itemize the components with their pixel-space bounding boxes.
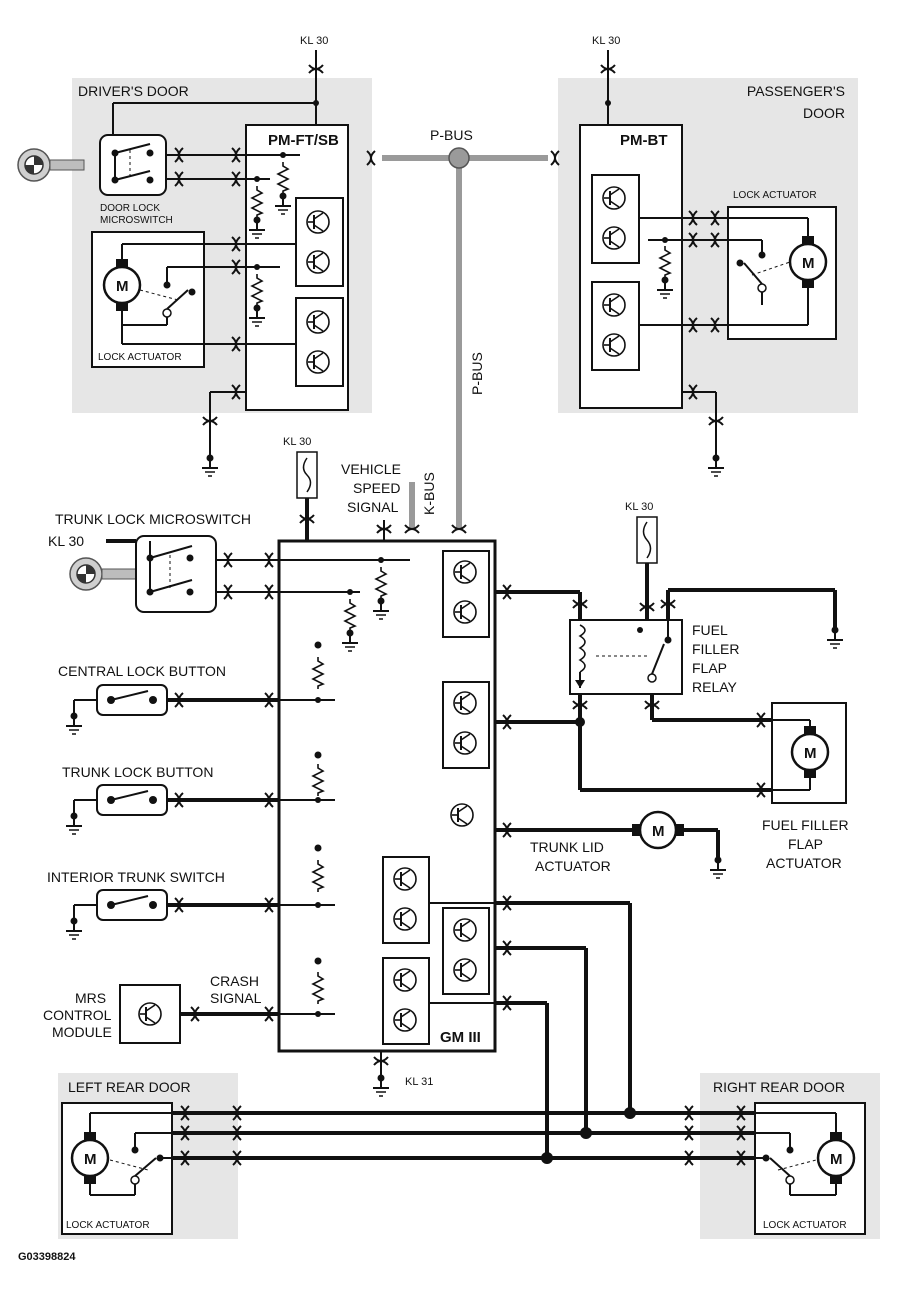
passengers-door-label-2: DOOR [803, 105, 845, 121]
relay-label-4: RELAY [692, 679, 738, 695]
gm-iii-label: GM III [440, 1029, 481, 1046]
passengers-motor-label: M [802, 255, 815, 272]
trunk-lock-microswitch[interactable] [135, 535, 217, 613]
mrs-label-2: CONTROL [43, 1007, 112, 1023]
crash-signal-label-1: CRASH [210, 973, 259, 989]
kl30-passengers-label: KL 30 [592, 35, 620, 47]
pm-ft-sb-label: PM-FT/SB [268, 132, 339, 149]
trunk-lid-label-2: ACTUATOR [535, 858, 611, 874]
mrs-label-1: MRS [75, 990, 106, 1006]
relay-label-3: FLAP [692, 660, 727, 676]
trunk-key [69, 557, 137, 591]
right-rear-motor-label: M [830, 1151, 843, 1168]
drivers-door-label: DRIVER'S DOOR [78, 83, 189, 99]
kl30-relay-label: KL 30 [625, 501, 653, 513]
kl30-drivers-label: KL 30 [300, 35, 328, 47]
pm-bt-internal [591, 174, 682, 371]
kl31-label: KL 31 [405, 1076, 433, 1088]
left-rear-motor-label: M [84, 1151, 97, 1168]
passengers-ground [707, 453, 725, 477]
gm-internal [279, 550, 495, 1045]
kl30-relay [636, 516, 658, 620]
passengers-door-label: PASSENGER'S [747, 83, 845, 99]
door-lock-microswitch[interactable] [99, 134, 167, 196]
drivers-ground [201, 453, 219, 477]
right-rear-door-label: RIGHT REAR DOOR [713, 1079, 845, 1095]
fuel-actuator-label-2: FLAP [788, 836, 823, 852]
kl30-trunk-label: KL 30 [48, 533, 84, 549]
door-lock-microswitch-label-1: DOOR LOCK [100, 203, 160, 214]
gm-ground [372, 1073, 390, 1097]
drivers-lock-actuator-label: LOCK ACTUATOR [98, 352, 182, 363]
k-bus-label: K-BUS [421, 472, 437, 515]
vehicle-speed-label-3: SIGNAL [347, 499, 399, 515]
right-rear-lock-actuator-label: LOCK ACTUATOR [763, 1220, 847, 1231]
vehicle-speed-label-1: VEHICLE [341, 461, 401, 477]
pm-ft-internal [246, 152, 344, 387]
interior-trunk-switch-label: INTERIOR TRUNK SWITCH [47, 869, 225, 885]
left-rear-lock-actuator-label: LOCK ACTUATOR [66, 1220, 150, 1231]
pm-bt-label: PM-BT [620, 132, 668, 149]
door-lock-microswitch-label-2: MICROSWITCH [100, 215, 173, 226]
drivers-lock-actuator[interactable] [91, 231, 205, 368]
relay-label-1: FUEL [692, 622, 728, 638]
kl30-gm [296, 451, 318, 540]
figure-id: G03398824 [18, 1251, 76, 1263]
fuel-actuator-label-3: ACTUATOR [766, 855, 842, 871]
trunk-lock-button-label: TRUNK LOCK BUTTON [62, 764, 213, 780]
kl30-gm-label: KL 30 [283, 436, 311, 448]
drivers-motor-label: M [116, 278, 129, 295]
left-rear-door-label: LEFT REAR DOOR [68, 1079, 191, 1095]
passengers-lock-actuator-label: LOCK ACTUATOR [733, 190, 817, 201]
trunk-lock-microswitch-label: TRUNK LOCK MICROSWITCH [55, 511, 251, 527]
central-lock-button-label: CENTRAL LOCK BUTTON [58, 663, 226, 679]
fuel-actuator-label-1: FUEL FILLER [762, 817, 849, 833]
kl30-passengers [600, 50, 616, 125]
fuel-filler-flap-relay[interactable] [569, 619, 683, 695]
trunk-lid-label-1: TRUNK LID [530, 839, 604, 855]
mrs-label-3: MODULE [52, 1024, 112, 1040]
p-bus [382, 147, 548, 528]
fuel-flap-motor-label: M [804, 745, 817, 762]
vehicle-speed-label-2: SPEED [353, 480, 400, 496]
crash-signal-label-2: SIGNAL [210, 990, 262, 1006]
relay-label-2: FILLER [692, 641, 739, 657]
trunk-lid-actuator[interactable] [632, 810, 684, 850]
p-bus-label: P-BUS [430, 127, 473, 143]
p-bus-vertical-label: P-BUS [469, 352, 485, 395]
trunk-lid-motor-label: M [652, 823, 665, 840]
